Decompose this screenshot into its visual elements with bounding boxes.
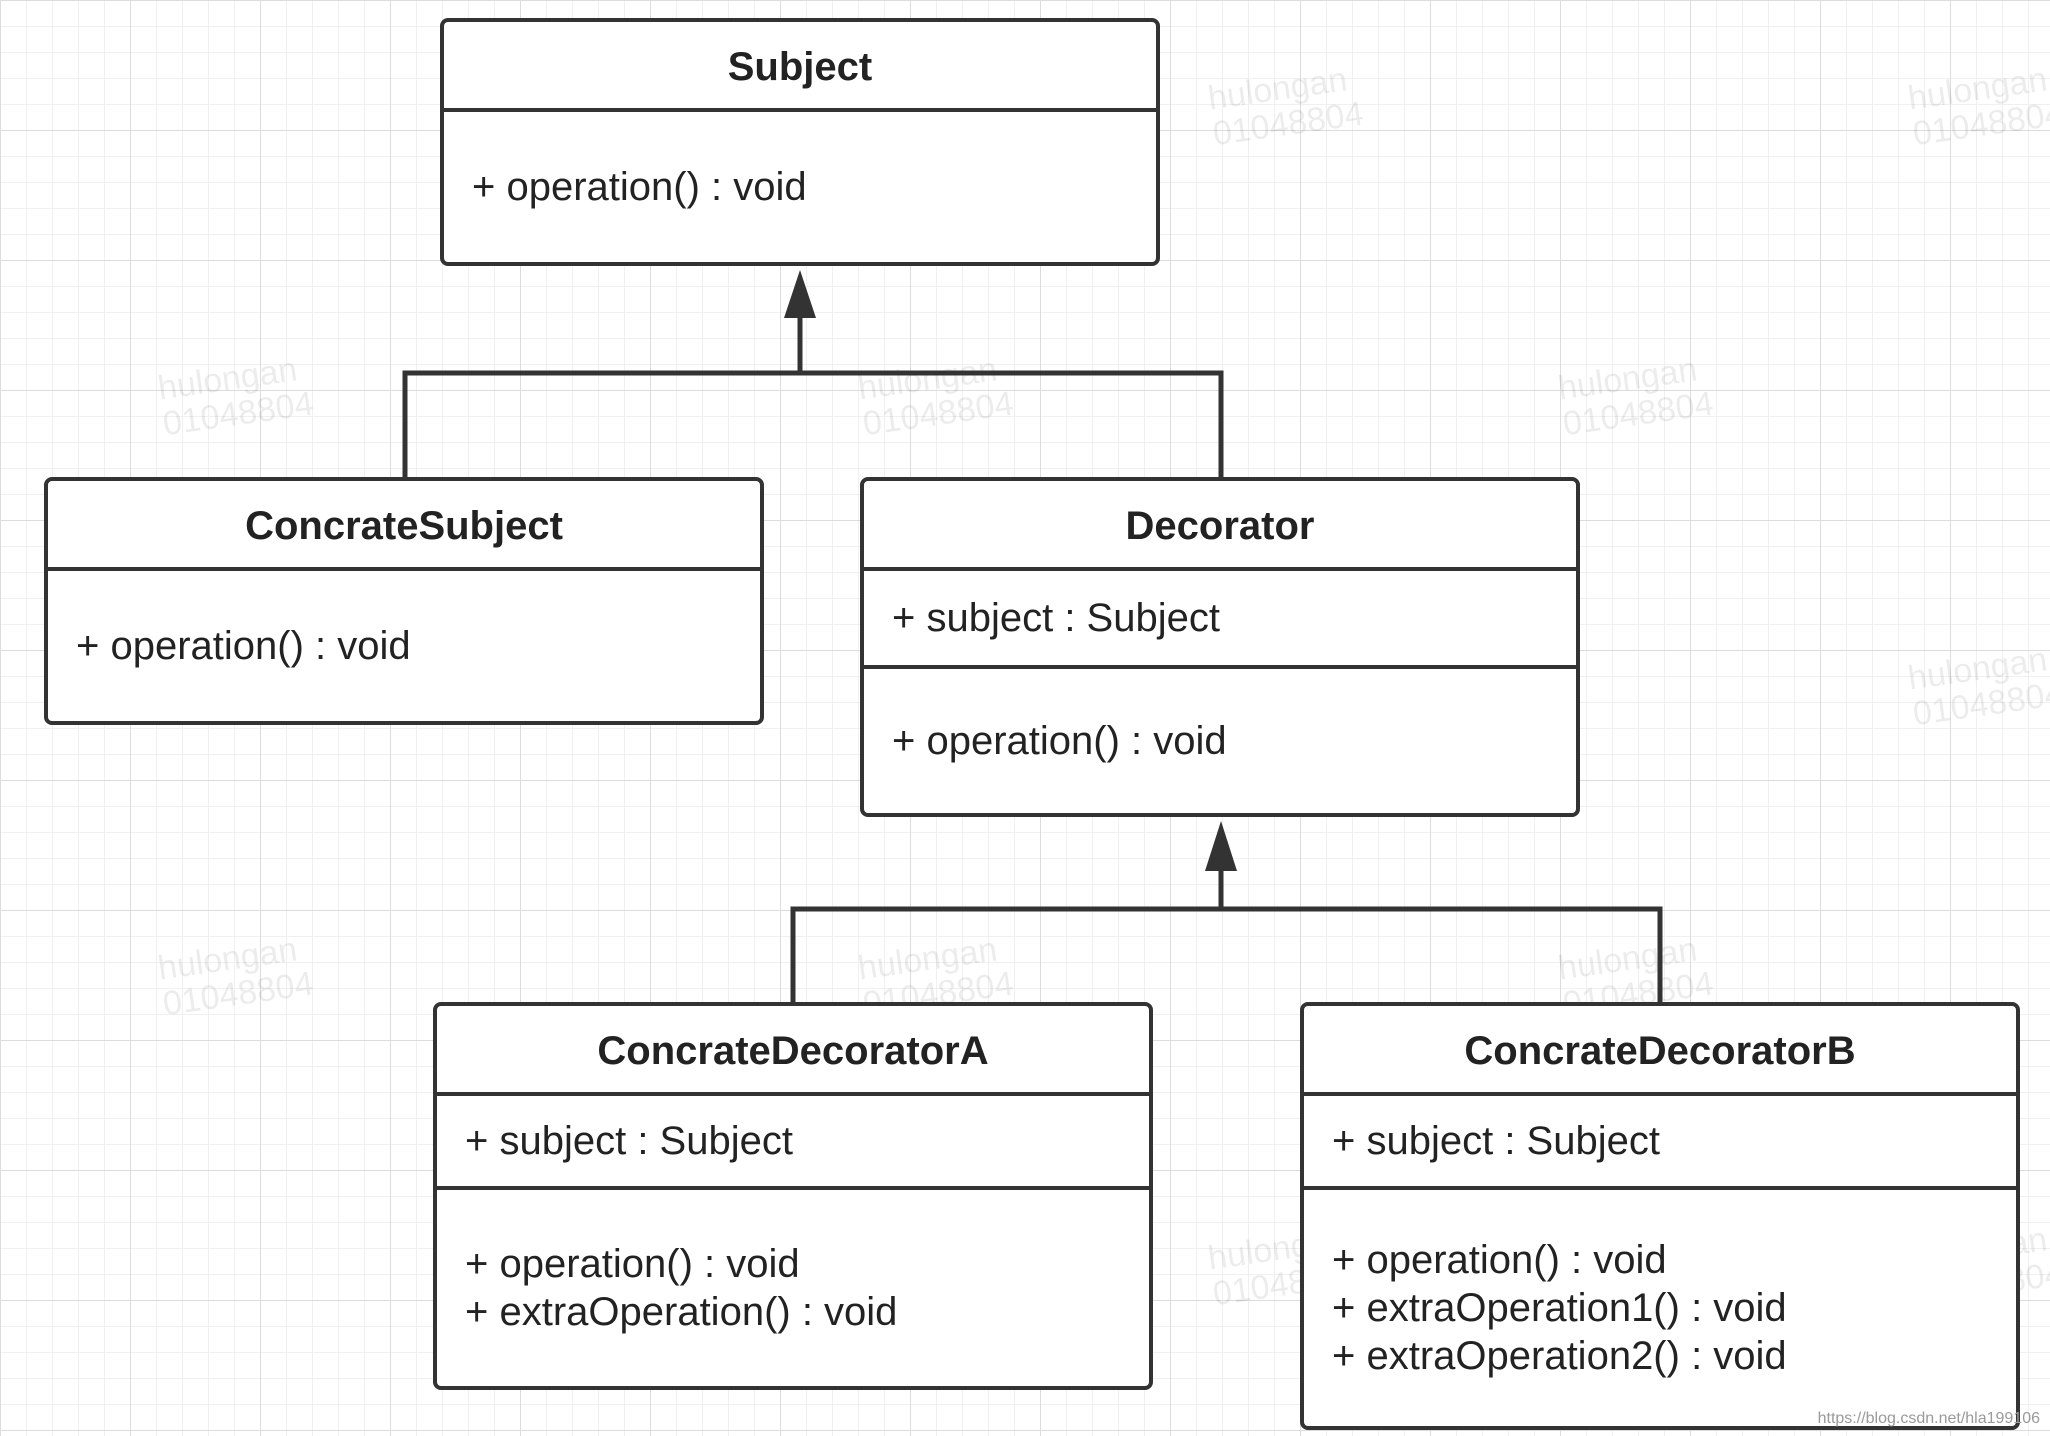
edge-decorator-a-to-decorator: [790, 906, 1221, 1002]
class-decorator[interactable]: Decorator + subject : Subject + operatio…: [860, 477, 1580, 817]
operations-section: + operation() : void: [444, 112, 1156, 262]
class-concrete-decorator-a[interactable]: ConcrateDecoratorA + subject : Subject +…: [433, 1002, 1153, 1390]
operation: + operation() : void: [892, 719, 1227, 763]
attributes-section: + subject : Subject: [1304, 1096, 2016, 1190]
operation: + operation() : void: [472, 165, 807, 209]
edge-decorator-to-subject: [800, 370, 1224, 477]
edge-concrate-subject-to-subject: [402, 370, 800, 477]
operations-section: + operation() : void: [864, 669, 1576, 813]
operation: + extraOperation2() : void: [1332, 1334, 1787, 1378]
source-credit: https://blog.csdn.net/hla199106: [1817, 1410, 2040, 1427]
operations-section: + operation() : void + extraOperation1()…: [1304, 1190, 2016, 1426]
operation: + operation() : void: [76, 624, 411, 668]
attributes-section: + subject : Subject: [437, 1096, 1149, 1190]
generalization-to-decorator: [790, 821, 1663, 1002]
operations-section: + operation() : void + extraOperation() …: [437, 1190, 1149, 1386]
operation: + extraOperation1() : void: [1332, 1286, 1787, 1330]
operation: + extraOperation() : void: [465, 1290, 898, 1334]
attribute: + subject : Subject: [465, 1119, 793, 1163]
operation: + operation() : void: [1332, 1238, 1667, 1282]
class-name: Decorator: [864, 481, 1576, 571]
class-name: ConcrateSubject: [48, 481, 760, 571]
class-concrete-decorator-b[interactable]: ConcrateDecoratorB + subject : Subject +…: [1300, 1002, 2020, 1430]
class-name: ConcrateDecoratorB: [1304, 1006, 2016, 1096]
arrow-head-subject: [784, 270, 816, 318]
edge-decorator-b-to-decorator: [1221, 906, 1663, 1002]
class-concrate-subject[interactable]: ConcrateSubject + operation() : void: [44, 477, 764, 725]
class-subject[interactable]: Subject + operation() : void: [440, 18, 1160, 266]
class-name: Subject: [444, 22, 1156, 112]
attributes-section: + subject : Subject: [864, 571, 1576, 669]
arrow-head-decorator: [1205, 821, 1237, 871]
generalization-to-subject: [402, 270, 1224, 477]
attribute: + subject : Subject: [892, 596, 1220, 640]
class-name: ConcrateDecoratorA: [437, 1006, 1149, 1096]
operations-section: + operation() : void: [48, 571, 760, 721]
attribute: + subject : Subject: [1332, 1119, 1660, 1163]
operation: + operation() : void: [465, 1242, 800, 1286]
